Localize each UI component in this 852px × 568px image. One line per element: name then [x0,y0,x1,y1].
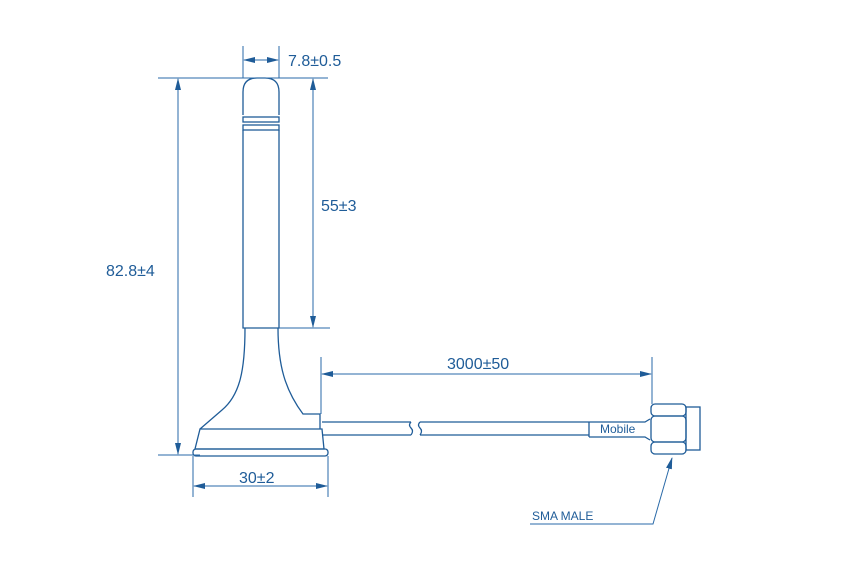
dimension-whip-diameter [242,46,280,78]
cable [322,418,651,441]
magnetic-base [192,327,329,457]
cable-marking-label: Mobile [600,422,636,436]
base-diameter-label: 30±2 [239,470,275,487]
connector-leader [530,457,673,525]
whip-length-label: 55±3 [321,198,357,215]
antenna-whip [242,77,280,329]
dimension-base-diameter [192,456,329,497]
whip-diameter-label: 7.8±0.5 [288,53,341,70]
connector-label: SMA MALE [532,509,593,523]
dimension-cable-length [320,357,653,414]
overall-height-label: 82.8±4 [106,263,155,280]
cable-length-label: 3000±50 [447,356,509,373]
sma-connector [650,403,701,455]
dimension-whip-length [279,78,330,329]
dimension-overall-height [158,77,328,456]
